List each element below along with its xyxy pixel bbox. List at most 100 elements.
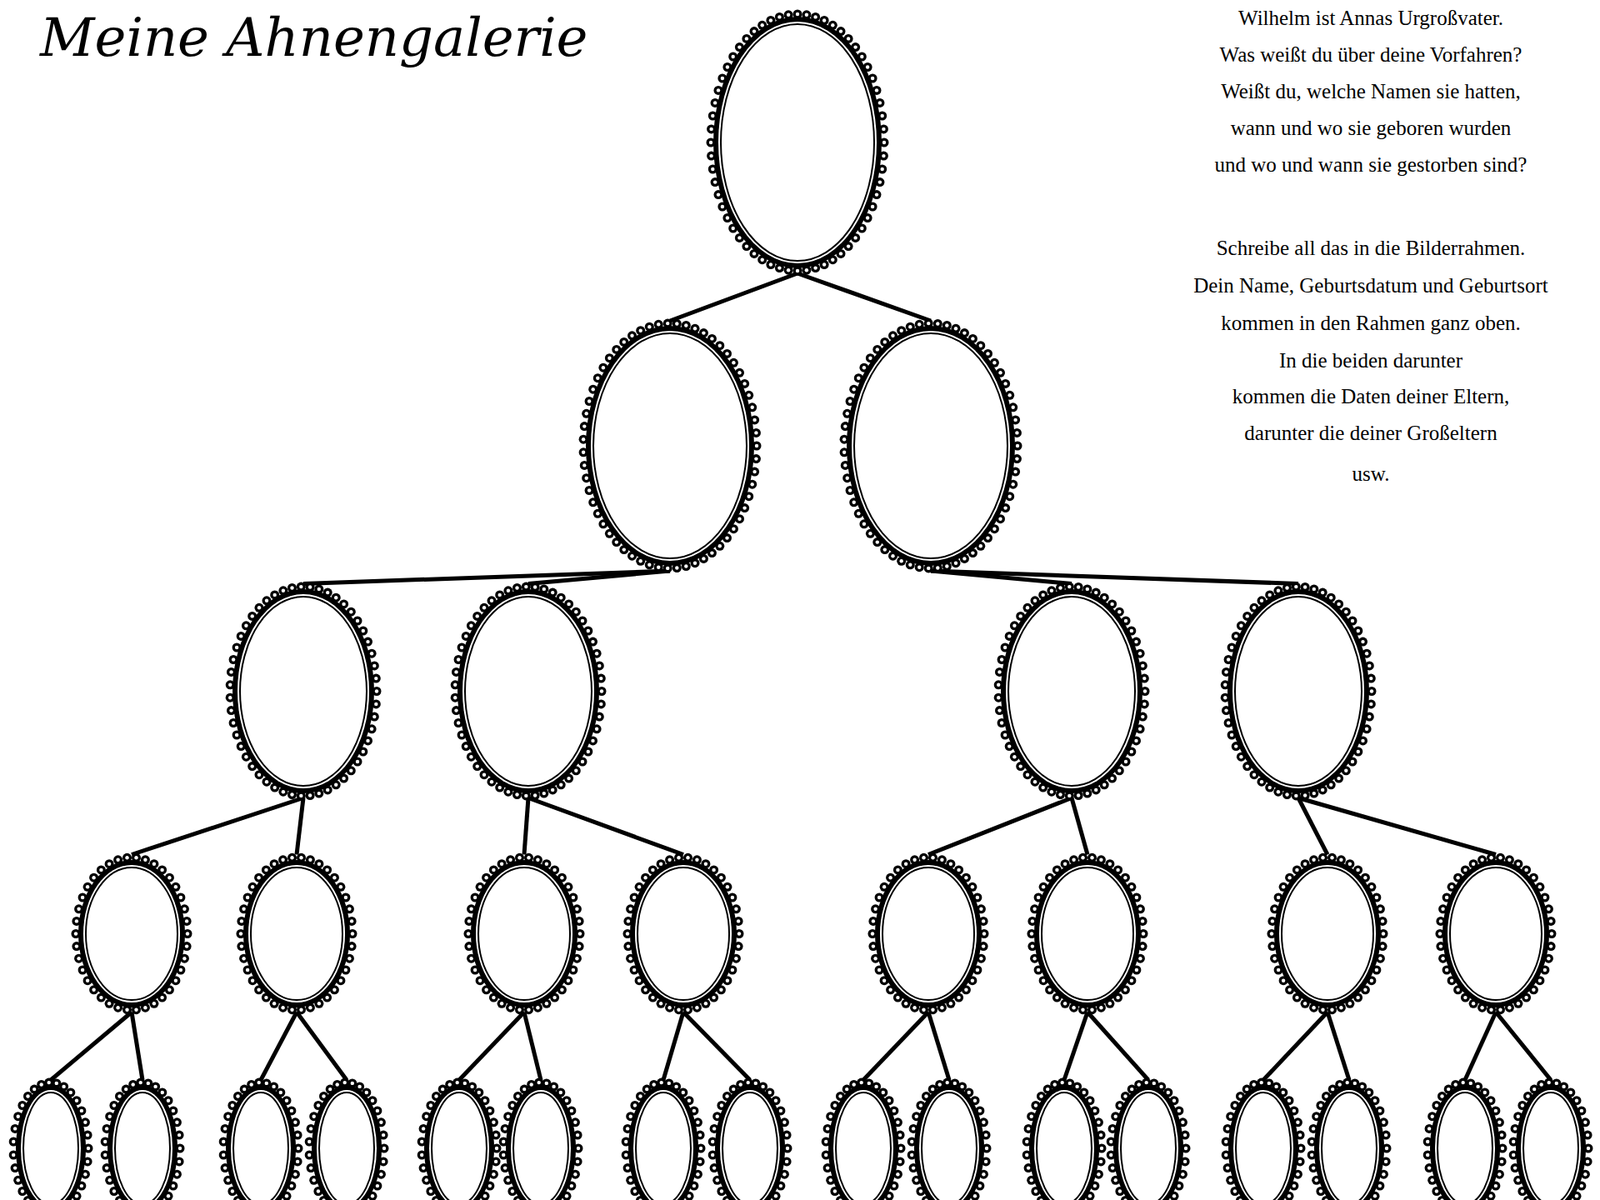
ornate-frame [99, 1076, 186, 1200]
ornate-frame [70, 851, 194, 1016]
page-title: Meine Ahnengalerie [40, 6, 588, 69]
portrait-frame [577, 317, 763, 575]
portrait-frame [905, 1076, 993, 1200]
portrait-frame [706, 1076, 794, 1200]
ornate-frame [621, 851, 745, 1016]
portrait-frame [1020, 1076, 1108, 1200]
family-line [928, 1012, 950, 1081]
ornate-frame [1105, 1076, 1192, 1200]
portrait-frame [415, 1076, 503, 1200]
family-line [524, 798, 529, 855]
portrait-frame [224, 580, 383, 802]
instruction-line: darunter die deiner Großeltern [1244, 421, 1497, 445]
portrait-frame [992, 580, 1151, 802]
instruction-line: und wo und wann sie gestorben sind? [1215, 153, 1528, 177]
ornate-frame [820, 1076, 907, 1200]
instruction-line: Weißt du, welche Namen sie hatten, [1220, 80, 1521, 104]
ornate-frame [235, 851, 359, 1016]
family-line [459, 1012, 525, 1081]
family-line [131, 1012, 143, 1081]
portrait-frame [705, 8, 890, 277]
portrait-frame [621, 851, 745, 1016]
family-line [1327, 1012, 1350, 1081]
ornate-frame [706, 1076, 794, 1200]
portrait-frame [217, 1076, 305, 1200]
ornate-frame [303, 1076, 390, 1200]
ornate-frame [1421, 1076, 1509, 1200]
portrait-frame [1265, 851, 1390, 1016]
instruction-line: Dein Name, Geburtsdatum und Geburtsort [1193, 274, 1549, 298]
portrait-frame [1219, 580, 1378, 802]
family-line [797, 273, 931, 321]
instruction-line: Was weißt du über deine Vorfahren? [1220, 43, 1523, 67]
family-line [683, 1012, 750, 1081]
family-line [1087, 1012, 1149, 1081]
portrait-frame [838, 317, 1024, 575]
portrait-frame [1025, 851, 1150, 1016]
portrait-frame [1421, 1076, 1509, 1200]
portrait-frame [866, 851, 990, 1016]
portrait-frame [449, 580, 608, 802]
family-line [260, 1012, 297, 1081]
instruction-line: Wilhelm ist Annas Urgroßvater. [1238, 6, 1504, 30]
portrait-frame [303, 1076, 390, 1200]
family-line [524, 1012, 541, 1081]
portrait-frame [1105, 1076, 1192, 1200]
family-line [303, 570, 670, 585]
ornate-frame [705, 8, 890, 277]
portrait-frame [462, 851, 586, 1016]
instruction-line: kommen die Daten deiner Eltern, [1232, 385, 1510, 409]
ornate-frame [7, 1076, 95, 1200]
portrait-frame [99, 1076, 186, 1200]
ornate-frame [1220, 1076, 1307, 1200]
ornate-frame [1219, 580, 1378, 802]
ornate-frame [415, 1076, 503, 1200]
family-line [50, 1012, 132, 1081]
family-line [670, 273, 798, 321]
instruction-line: kommen in den Rahmen ganz oben. [1220, 311, 1521, 335]
ornate-frame [838, 317, 1024, 575]
family-line [663, 1012, 684, 1081]
ornate-frame [577, 317, 763, 575]
portrait-frame [1507, 1076, 1595, 1200]
ornate-frame [1305, 1076, 1393, 1200]
portrait-frame [1220, 1076, 1307, 1200]
family-line [863, 1012, 929, 1081]
ornate-frame [866, 851, 990, 1016]
family-line [1465, 1012, 1496, 1081]
instruction-line: usw. [1352, 462, 1390, 486]
family-line [1298, 798, 1496, 855]
family-line [928, 798, 1072, 855]
ornate-frame [1434, 851, 1558, 1016]
family-line [528, 798, 684, 855]
family-line [528, 570, 670, 585]
portrait-frame [497, 1076, 585, 1200]
portrait-frame [1434, 851, 1558, 1016]
family-line [930, 570, 1299, 585]
portrait-frame [235, 851, 359, 1016]
portrait-frame [70, 851, 194, 1016]
ornate-frame [992, 580, 1151, 802]
ornate-frame [224, 580, 383, 802]
family-line [1495, 1012, 1551, 1081]
family-line [1064, 1012, 1088, 1081]
ornate-frame [905, 1076, 993, 1200]
ornate-frame [217, 1076, 305, 1200]
portrait-frame [7, 1076, 95, 1200]
instruction-line: In die beiden darunter [1279, 349, 1463, 373]
instruction-line: Schreibe all das in die Bilderrahmen. [1216, 236, 1526, 260]
ornate-frame [620, 1076, 707, 1200]
portrait-frame [1305, 1076, 1393, 1200]
instruction-line: wann und wo sie geboren wurden [1230, 116, 1512, 140]
family-line [1263, 1012, 1328, 1081]
family-line [1071, 798, 1088, 855]
ornate-frame [1265, 851, 1390, 1016]
family-line [296, 798, 304, 855]
ornate-frame [1025, 851, 1150, 1016]
ornate-frame [497, 1076, 585, 1200]
ornate-frame [462, 851, 586, 1016]
family-line [131, 798, 304, 855]
family-line [296, 1012, 347, 1081]
portrait-frame [820, 1076, 907, 1200]
